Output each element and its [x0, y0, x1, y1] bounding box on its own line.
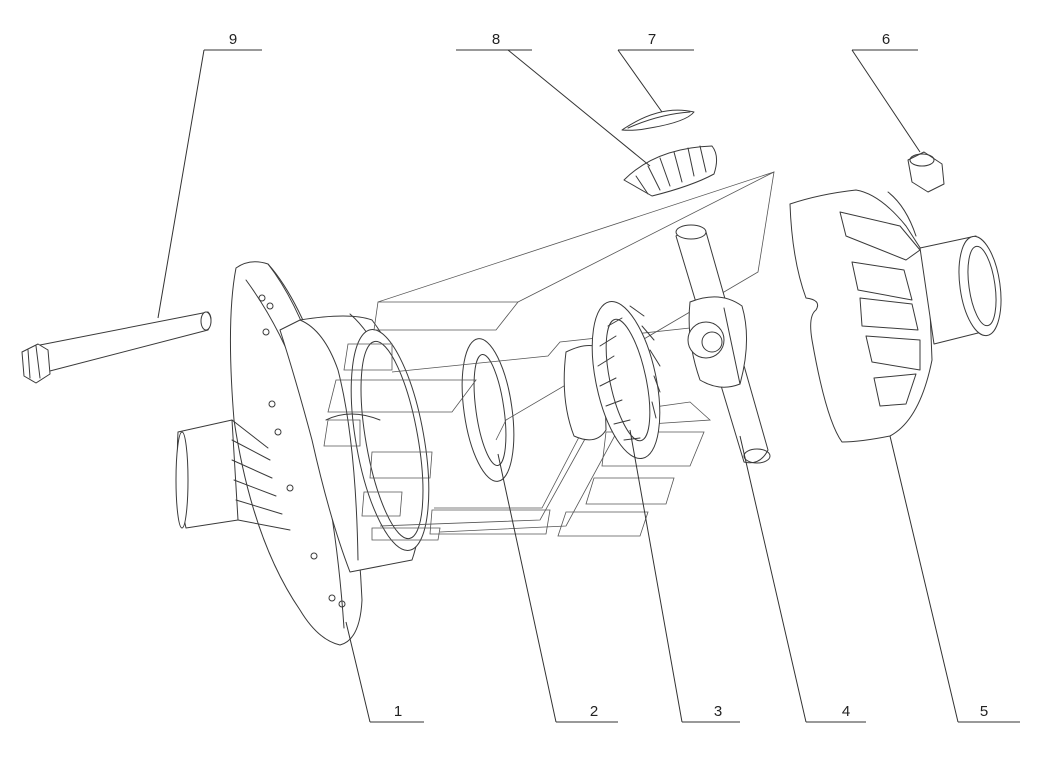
callout-3: 3	[714, 703, 722, 720]
callout-9: 9	[229, 31, 237, 48]
callout-1: 1	[394, 703, 402, 720]
part-1-case-left	[175, 261, 430, 646]
callout-6: 6	[882, 31, 890, 48]
part-2-washer	[461, 338, 515, 482]
callout-5: 5	[980, 703, 988, 720]
part-8-planet-gear	[623, 145, 718, 197]
callout-7: 7	[648, 31, 656, 48]
part-4-cross-shaft	[675, 224, 771, 464]
part-3-side-gear	[563, 300, 661, 460]
part-6-bushing	[907, 151, 945, 193]
callout-labels: 9 8 7 6 1 2 3 4 5	[229, 31, 988, 720]
part-9-bolt	[21, 311, 212, 384]
part-7-washer	[621, 109, 695, 131]
callout-2: 2	[590, 703, 598, 720]
part-5-case-right	[789, 189, 1002, 443]
callout-8: 8	[492, 31, 500, 48]
leader-lines	[157, 49, 1020, 723]
callout-4: 4	[842, 703, 850, 720]
